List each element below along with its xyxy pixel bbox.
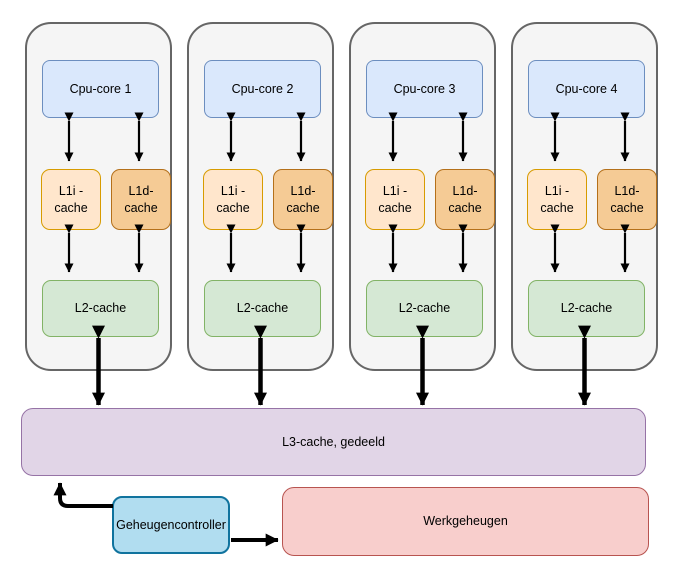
l3-cache-box: L3-cache, gedeeld bbox=[21, 408, 646, 476]
cpu-core-3-label: Cpu-core 3 bbox=[393, 81, 456, 96]
l2-cache-3-label: L2-cache bbox=[398, 301, 451, 316]
l1i-cache-4-box: L1i - cache bbox=[527, 169, 587, 230]
l2-cache-2-box: L2-cache bbox=[204, 280, 321, 337]
cpu-core-3-box: Cpu-core 3 bbox=[366, 60, 483, 118]
l1i-cache-2-label: L1i - cache bbox=[216, 183, 250, 215]
l1d-cache-1-label: L1d- cache bbox=[124, 183, 158, 215]
l1d-cache-1-box: L1d- cache bbox=[111, 169, 171, 230]
cpu-core-4-box: Cpu-core 4 bbox=[528, 60, 645, 118]
l1i-cache-4-label: L1i - cache bbox=[540, 183, 574, 215]
memory-controller-box: Geheugencontroller bbox=[112, 496, 230, 554]
memctrl-l3-arrow bbox=[53, 482, 113, 508]
core-group-3: Cpu-core 3 L1i - cache L1d- cache L2-cac… bbox=[349, 22, 496, 371]
cpu-core-1-label: Cpu-core 1 bbox=[69, 81, 132, 96]
l3-cache-label: L3-cache, gedeeld bbox=[282, 434, 385, 449]
core-group-2: Cpu-core 2 L1i - cache L1d- cache L2-cac… bbox=[187, 22, 334, 371]
memory-controller-label: Geheugencontroller bbox=[116, 517, 226, 532]
l2-cache-4-box: L2-cache bbox=[528, 280, 645, 337]
l1d-cache-2-label: L1d- cache bbox=[286, 183, 320, 215]
l1d-cache-4-box: L1d- cache bbox=[597, 169, 657, 230]
l1d-cache-4-label: L1d- cache bbox=[610, 183, 644, 215]
l1d-cache-2-box: L1d- cache bbox=[273, 169, 333, 230]
l2-cache-2-label: L2-cache bbox=[236, 301, 289, 316]
cpu-core-2-label: Cpu-core 2 bbox=[231, 81, 294, 96]
l1i-cache-1-label: L1i - cache bbox=[54, 183, 88, 215]
l1i-cache-1-box: L1i - cache bbox=[41, 169, 101, 230]
l1i-cache-3-box: L1i - cache bbox=[365, 169, 425, 230]
l1d-cache-3-box: L1d- cache bbox=[435, 169, 495, 230]
l1d-cache-3-label: L1d- cache bbox=[448, 183, 482, 215]
l2-cache-3-box: L2-cache bbox=[366, 280, 483, 337]
l1i-cache-2-box: L1i - cache bbox=[203, 169, 263, 230]
l2-cache-4-label: L2-cache bbox=[560, 301, 613, 316]
l2-cache-1-box: L2-cache bbox=[42, 280, 159, 337]
main-memory-label: Werkgeheugen bbox=[423, 514, 508, 529]
l1i-cache-3-label: L1i - cache bbox=[378, 183, 412, 215]
l2-cache-1-label: L2-cache bbox=[74, 301, 127, 316]
core-group-4: Cpu-core 4 L1i - cache L1d- cache L2-cac… bbox=[511, 22, 658, 371]
core-group-1: Cpu-core 1 L1i - cache L1d- cache L2-cac… bbox=[25, 22, 172, 371]
cpu-core-1-box: Cpu-core 1 bbox=[42, 60, 159, 118]
main-memory-box: Werkgeheugen bbox=[282, 487, 649, 556]
cpu-core-2-box: Cpu-core 2 bbox=[204, 60, 321, 118]
cpu-core-4-label: Cpu-core 4 bbox=[555, 81, 618, 96]
